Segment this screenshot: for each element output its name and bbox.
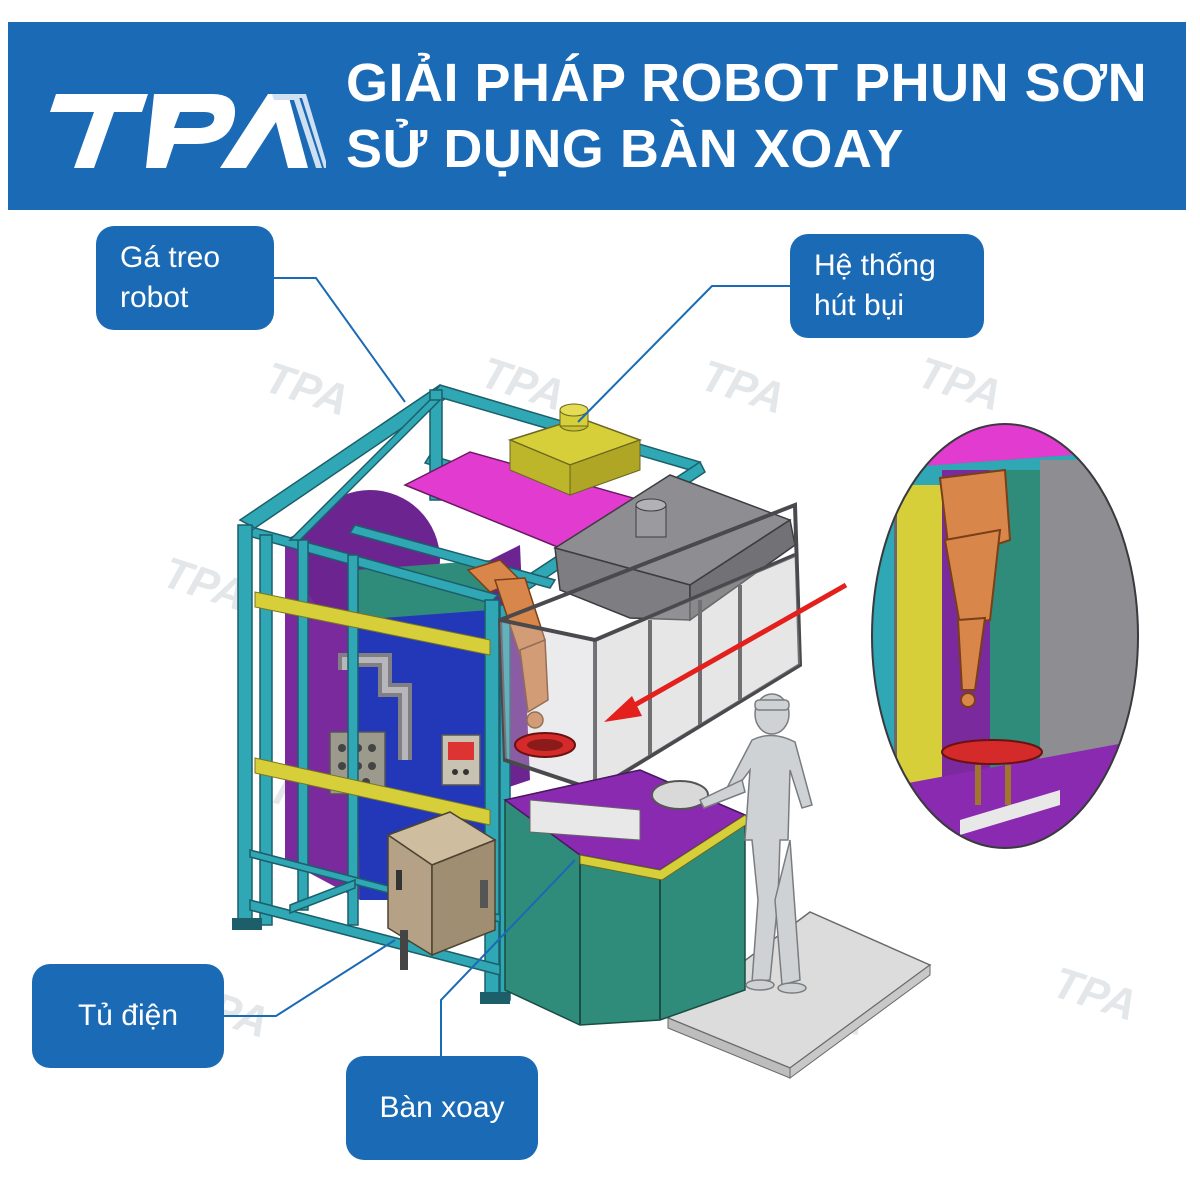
zoom-inset-border [871, 423, 1139, 849]
tpa-logo [50, 94, 326, 168]
callout-label: Gá treo [120, 241, 221, 274]
watermark: TPA [695, 351, 791, 424]
yellow-rail [254, 591, 491, 656]
callout-turntable: Bàn xoay [346, 1056, 538, 1160]
watermark: TPA [1047, 958, 1143, 1031]
watermark: TPA [259, 353, 355, 426]
callout-label: hút bụi [814, 289, 905, 322]
callout-dust-extraction: Hệ thống hút bụi [790, 234, 984, 338]
operator-figure [698, 693, 813, 994]
header-banner: GIẢI PHÁP ROBOT PHUN SƠN SỬ DỤNG BÀN XOA… [8, 22, 1186, 210]
callout-robot-hanging-frame: Gá treo robot [96, 226, 274, 330]
callout-label: Hệ thống [814, 249, 936, 282]
robot-arm [466, 559, 549, 729]
title-line-2: SỬ DỤNG BÀN XOAY [346, 119, 904, 179]
electrical-cabinet [386, 811, 497, 970]
title-line-1: GIẢI PHÁP ROBOT PHUN SƠN [346, 53, 1148, 113]
leader-lines [224, 277, 790, 1056]
callout-label: Tủ điện [77, 999, 179, 1032]
red-arrow [604, 582, 848, 722]
callout-electrical-cabinet: Tủ điện [32, 964, 224, 1068]
callout-label: robot [120, 281, 189, 314]
spray-booth-enclosure [497, 502, 803, 793]
watermark: TPA [912, 348, 1008, 421]
callout-label: Bàn xoay [379, 1091, 505, 1124]
